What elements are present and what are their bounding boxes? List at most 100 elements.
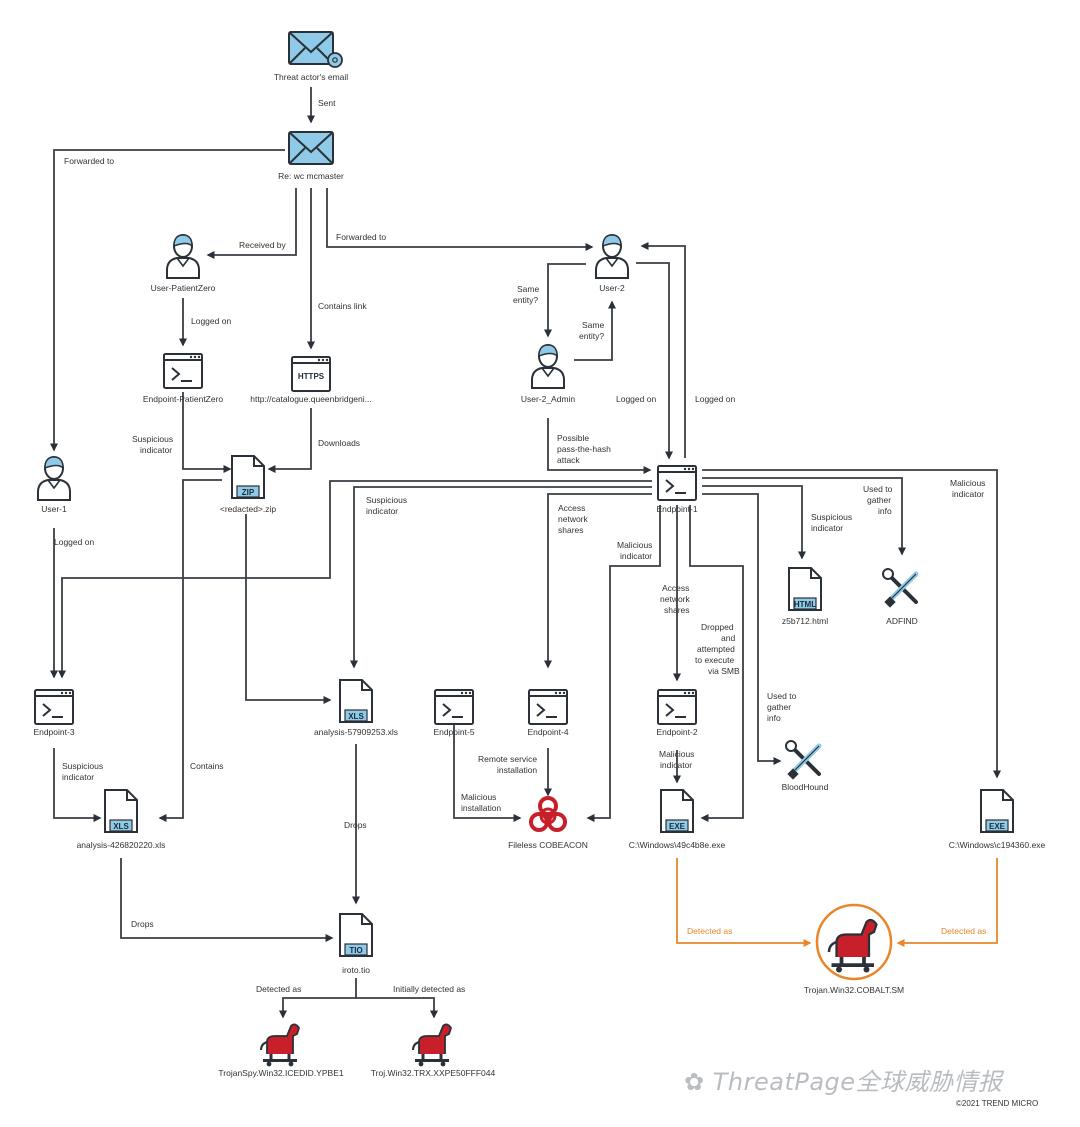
edge-label-contains-link: Contains link [318,301,367,311]
node-re-email: Re: wc mcmaster [278,171,344,181]
exe-file-icon: EXE [980,789,1014,833]
edge-label-detected-as: Detected as [687,926,732,936]
terminal-icon [657,465,697,501]
edge-label-detected-as: Detected as [941,926,986,936]
node-endpoint-3: Endpoint-3 [33,727,74,737]
zip-tag: ZIP [242,488,255,497]
node-bloodhound: BloodHound [782,782,829,792]
node-threat-actor-email: Threat actor's email [274,72,348,82]
edges [50,87,1001,1019]
node-endpoint-patientzero: Endpoint-PatientZero [143,394,224,404]
tools-icon [883,569,916,608]
node-user-2: User-2 [599,283,625,293]
tio-file-icon: TIO [339,913,373,957]
xls-tag: XLS [348,712,364,721]
tools-icon [786,741,819,780]
nodes: Threat actor's email Re: wc mcmaster Use… [33,31,1046,1078]
user-icon [531,344,565,389]
node-analysis-57909253: analysis-57909253.xls [314,727,398,737]
terminal-icon [434,689,474,725]
trojan-horse-icon [259,1022,301,1068]
terminal-icon [528,689,568,725]
https-link-icon: HTTPS [291,356,331,392]
node-user-1: User-1 [41,504,67,514]
exe-tag: EXE [669,822,686,831]
zip-file-icon: ZIP [231,455,265,499]
watermark: ✿ ThreatPage全球威胁情报 [684,1062,1003,1097]
edge-label-logged-on: Logged on [191,316,231,326]
edge-label-drops: Drops [344,820,367,830]
node-endpoint-5: Endpoint-5 [433,727,474,737]
edge-label-detected-as: Detected as [256,984,301,994]
node-user-patientzero: User-PatientZero [151,283,216,293]
trojan-horse-icon [815,903,893,981]
node-adfind: ADFIND [886,616,918,626]
terminal-icon [163,353,203,389]
node-endpoint-2: Endpoint-2 [656,727,697,737]
user-icon [166,234,200,279]
node-exe-c194360: C:\Windows\c194360.exe [949,840,1046,850]
trojan-horse-icon [411,1022,453,1068]
tio-tag: TIO [349,946,362,955]
mail-icon [288,131,334,165]
node-tio-file: iroto.tio [342,965,370,975]
copyright: ©2021 TREND MICRO [956,1099,1039,1108]
edge-label-drops: Drops [131,919,154,929]
edge-label-logged-on: Logged on [54,537,94,547]
node-trojan-icedid: TrojanSpy.Win32.ICEDID.YPBE1 [218,1068,343,1078]
edge-label-contains: Contains [190,761,224,771]
edge-labels: Sent Forwarded to Received by Contains l… [54,98,986,994]
node-zip-file: <redacted>.zip [220,504,277,514]
edge-label-logged-on: Logged on [616,394,656,404]
node-https-link: http://catalogue.queenbridgeni... [250,394,371,404]
node-endpoint-1: Endpoint-1 [656,504,697,514]
edge-label-received-by: Received by [239,240,287,250]
edge-label-downloads: Downloads [318,438,360,448]
mail-icon [288,31,343,68]
terminal-icon [657,689,697,725]
biohazard-icon [529,796,567,832]
node-user-2-admin: User-2_Admin [521,394,576,404]
xls-file-icon: XLS [104,789,138,833]
xls-file-icon: XLS [339,679,373,723]
node-exe-49c4b8e: C:\Windows\49c4b8e.exe [629,840,726,850]
edge-label-logged-on: Logged on [695,394,735,404]
node-analysis-426820220: analysis-426820220.xls [77,840,166,850]
terminal-icon [34,689,74,725]
https-tag: HTTPS [298,372,325,381]
html-tag: HTML [794,600,816,609]
node-html-file: z5b712.html [782,616,828,626]
user-icon [37,456,71,501]
node-fileless-cobeacon: Fileless COBEACON [508,840,588,850]
node-trojan-cobalt: Trojan.Win32.COBALT.SM [804,985,904,995]
wechat-icon: ✿ [684,1068,713,1096]
exe-file-icon: EXE [660,789,694,833]
edge-label-forwarded-to: Forwarded to [336,232,386,242]
edge-label-forwarded-to: Forwarded to [64,156,114,166]
node-trojan-trx: Troj.Win32.TRX.XXPE50FFF044 [371,1068,496,1078]
node-endpoint-4: Endpoint-4 [527,727,568,737]
xls-tag: XLS [113,822,129,831]
edge-label-initially-detected-as: Initially detected as [393,984,465,994]
edge-label-sent: Sent [318,98,336,108]
watermark-text: ThreatPage全球威胁情报 [712,1068,1003,1096]
exe-tag: EXE [989,822,1006,831]
html-file-icon: HTML [788,567,822,611]
user-icon [595,234,629,279]
